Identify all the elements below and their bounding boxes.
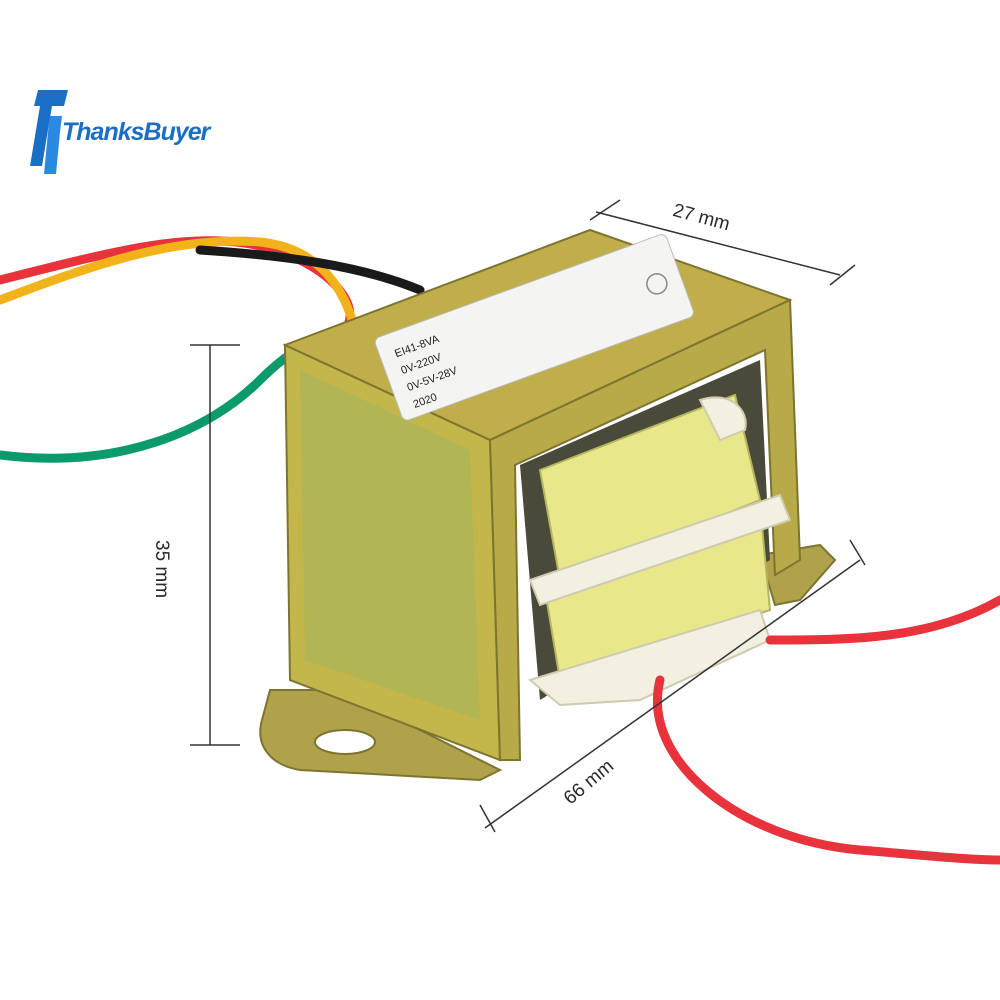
- coil-windings: [527, 393, 792, 707]
- brand-name: ThanksBuyer: [62, 118, 210, 146]
- tb-logo-icon: [30, 90, 68, 174]
- dimension-lines: [190, 199, 866, 833]
- wires-front: [653, 595, 1000, 865]
- spec-label: EI41-8VA 0V-220V 0V-5V-28V 2020: [374, 234, 694, 421]
- height-dimension: 35 mm: [151, 540, 172, 599]
